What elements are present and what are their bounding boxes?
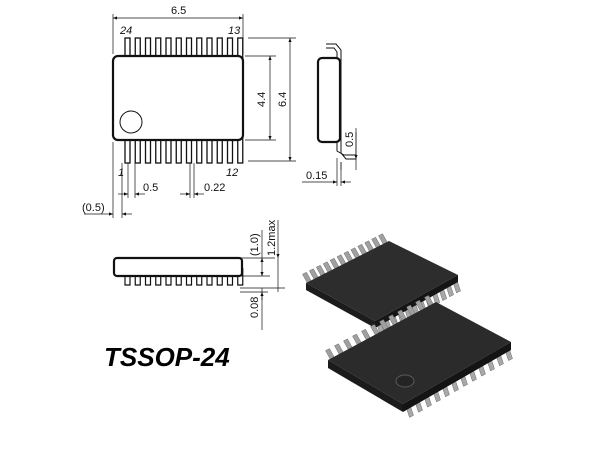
dim-end-offset: (0.5) [82, 202, 105, 214]
top-view-pin [124, 137, 131, 164]
package-title: TSSOP-24 [104, 342, 230, 372]
top-view-pin [216, 137, 223, 164]
top-view-pin [144, 137, 152, 164]
pin-13-label: 13 [228, 25, 241, 37]
dim-max-height: 1.2max [266, 219, 278, 256]
top-view-pin [175, 137, 182, 164]
side-body [316, 56, 342, 144]
pin-12-label: 12 [226, 167, 238, 179]
dim-body-width: 4.4 [256, 92, 268, 107]
top-view-body [111, 54, 245, 142]
chip-image-front [325, 295, 513, 418]
dim-body-length: 6.5 [171, 5, 186, 17]
top-view: 24 13 1 12 6.5 4.4 6.4 0.5 0.22 [82, 5, 296, 218]
bottom-pins [124, 137, 244, 164]
chip-body-back [306, 241, 458, 321]
top-view-pin [206, 137, 213, 164]
pin1-marker [119, 110, 143, 134]
dim-foot-length: 0.5 [344, 132, 356, 147]
chip-pin1-dot [395, 374, 415, 388]
dim-lead-thickness: 0.15 [306, 170, 327, 182]
top-view-pin [226, 137, 234, 164]
dim-body-height: (1.0) [249, 233, 261, 256]
top-view-pin [237, 137, 244, 164]
front-view: (1.0) 1.2max 0.08 [112, 219, 285, 330]
top-view-pin [165, 137, 172, 164]
top-pins [124, 37, 244, 59]
side-view: 0.5 0.15 [302, 43, 358, 186]
top-view-pin [134, 137, 141, 164]
dim-pitch: 0.5 [143, 182, 158, 194]
top-view-pin [196, 137, 203, 164]
chip-body-front [328, 302, 511, 404]
top-view-pin [185, 137, 193, 164]
dim-standoff: 0.08 [249, 297, 261, 318]
dim-lead-width: 0.22 [204, 182, 225, 194]
top-view-pin [155, 137, 162, 164]
dim-overall-width: 6.4 [277, 92, 289, 107]
pin-1-label: 1 [118, 167, 124, 179]
pin-24-label: 24 [119, 25, 132, 37]
front-body [112, 256, 244, 278]
